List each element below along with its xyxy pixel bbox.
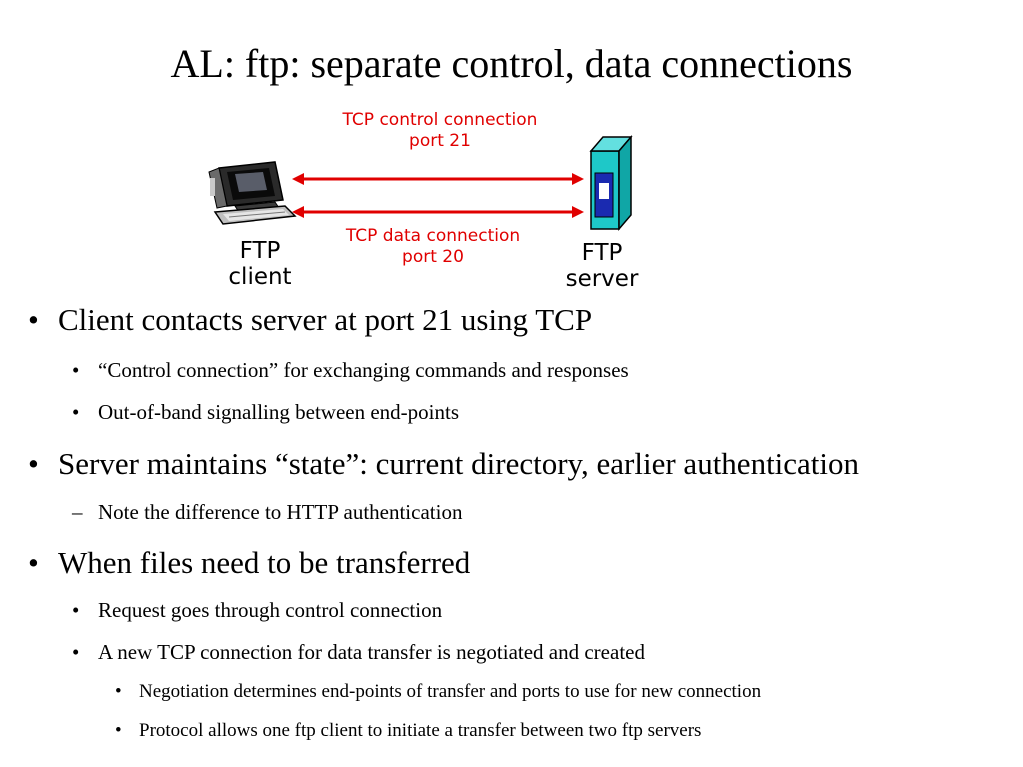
- list-item-text: Negotiation determines end-points of tra…: [139, 681, 762, 702]
- list-item: • When files need to be transferred: [28, 545, 470, 581]
- bullet-marker: •: [72, 358, 80, 382]
- control-connection-label: TCP control connection port 21: [300, 110, 580, 152]
- data-connection-label: TCP data connection port 20: [300, 226, 566, 268]
- ftp-diagram: TCP control connection port 21 TCP data …: [0, 0, 1023, 300]
- data-connection-arrow: [292, 206, 584, 218]
- control-connection-name: TCP control connection: [342, 110, 538, 130]
- list-item-text: “Control connection” for exchanging comm…: [98, 358, 629, 382]
- data-connection-name: TCP data connection: [345, 226, 521, 246]
- list-item-text: Server maintains “state”: current direct…: [58, 446, 860, 481]
- list-item-text: When files need to be transferred: [58, 545, 471, 580]
- bullet-marker: •: [72, 640, 80, 664]
- list-item: • Client contacts server at port 21 usin…: [28, 302, 592, 338]
- list-item-text: Note the difference to HTTP authenticati…: [98, 500, 463, 524]
- connection-arrows: [292, 173, 584, 218]
- list-item: • Out-of-band signalling between end-poi…: [72, 400, 459, 425]
- computer-icon: [208, 161, 297, 225]
- data-connection-port: port 20: [402, 247, 464, 267]
- bullet-marker: •: [72, 598, 80, 622]
- list-item: • Request goes through control connectio…: [72, 598, 442, 623]
- bullet-marker: •: [115, 720, 122, 741]
- bullet-marker: •: [28, 545, 39, 580]
- list-item: • Server maintains “state”: current dire…: [28, 446, 859, 482]
- slide-title: AL: ftp: separate control, data connecti…: [170, 41, 853, 86]
- client-label-line1: FTP: [239, 238, 281, 264]
- bullet-marker: •: [72, 400, 80, 424]
- list-item-text: Out-of-band signalling between end-point…: [98, 400, 459, 424]
- bullet-marker: •: [115, 681, 122, 702]
- bullet-marker: •: [28, 446, 39, 481]
- client-label: FTP client: [210, 238, 310, 290]
- server-label-line2: server: [565, 266, 639, 292]
- list-item-text: Request goes through control connection: [98, 598, 443, 622]
- server-tower-icon: [589, 134, 633, 232]
- list-item-text: Client contacts server at port 21 using …: [58, 302, 593, 337]
- list-item: • Protocol allows one ftp client to init…: [115, 720, 701, 742]
- list-item: • A new TCP connection for data transfer…: [72, 640, 645, 665]
- server-label: FTP server: [552, 240, 652, 292]
- list-item: • Negotiation determines end-points of t…: [115, 681, 761, 703]
- list-item: • “Control connection” for exchanging co…: [72, 358, 629, 383]
- list-item-text: Protocol allows one ftp client to initia…: [139, 720, 702, 741]
- server-label-line1: FTP: [581, 240, 623, 266]
- control-connection-port: port 21: [409, 131, 471, 151]
- list-item-text: A new TCP connection for data transfer i…: [98, 640, 645, 664]
- list-item: – Note the difference to HTTP authentica…: [72, 500, 462, 525]
- control-connection-arrow: [292, 173, 584, 185]
- dash-marker: –: [72, 500, 83, 524]
- bullet-marker: •: [28, 302, 39, 337]
- client-label-line2: client: [228, 264, 292, 290]
